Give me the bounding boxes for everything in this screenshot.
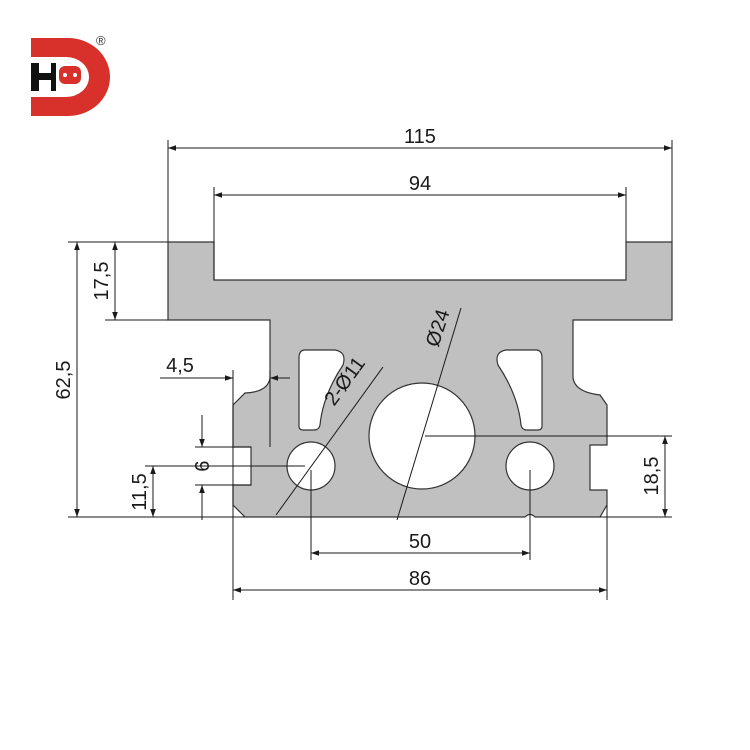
label-115: 115	[404, 126, 436, 148]
extension-lines	[68, 140, 673, 600]
label-17-5: 17,5	[91, 262, 113, 301]
leader-11	[275, 366, 384, 516]
leader-24	[396, 307, 462, 521]
label-62-5: 62,5	[53, 361, 75, 400]
label-94: 94	[409, 173, 431, 195]
registered-mark: ®	[96, 33, 106, 48]
label-50: 50	[409, 531, 431, 553]
label-11-5: 11,5	[129, 473, 151, 510]
brand-logo: ®	[31, 33, 110, 116]
label-86: 86	[409, 568, 431, 590]
label-18-5: 18,5	[641, 457, 663, 496]
aluminum-profile	[167, 241, 673, 518]
label-9: 9	[190, 460, 212, 471]
label-4-5: 4,5	[166, 355, 194, 377]
